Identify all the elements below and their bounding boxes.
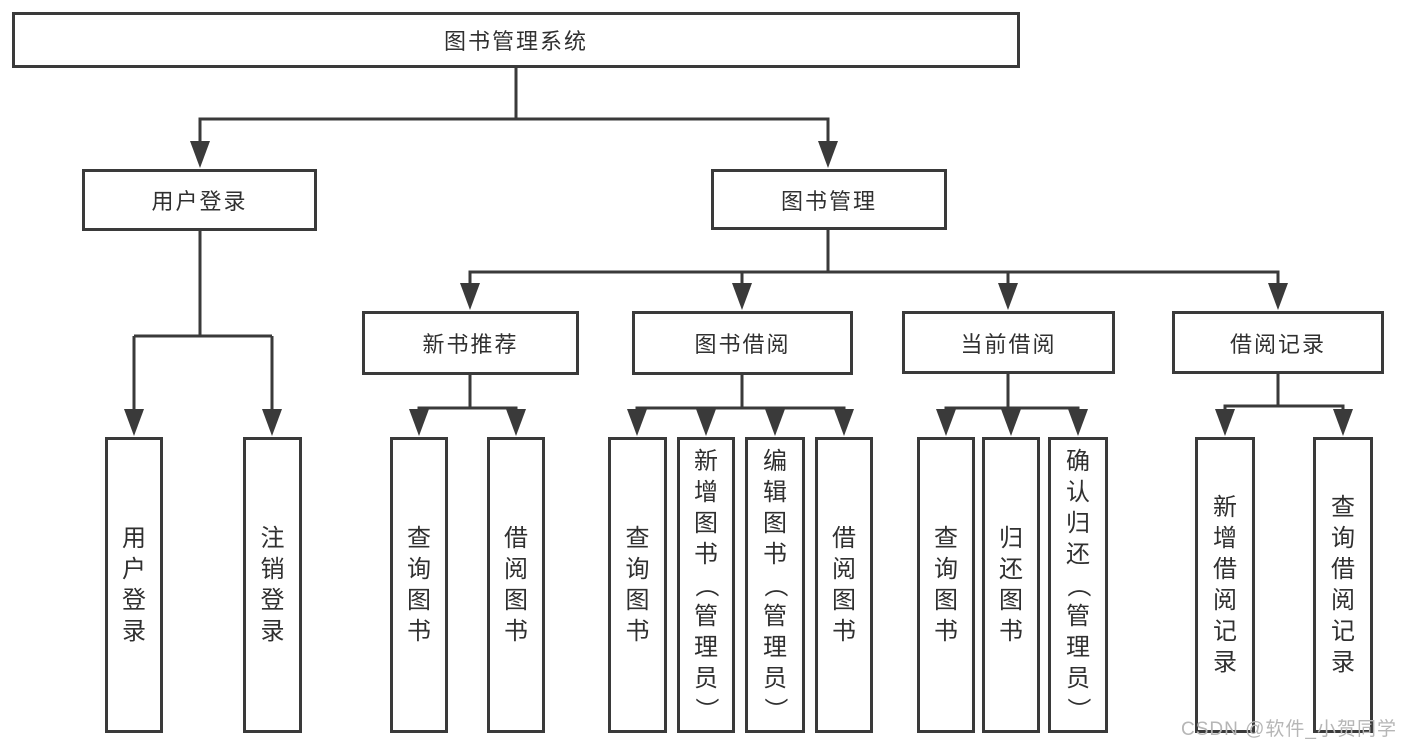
node-book-borrowing: 图书借阅 [632,311,853,375]
leaf-borrow-books-recommend-label: 借阅图书 [504,525,528,645]
leaf-user-login-label: 用户登录 [122,525,146,645]
node-book-management: 图书管理 [711,169,947,230]
node-new-book-recommendation: 新书推荐 [362,311,579,375]
leaf-search-books-current: 查询图书 [917,437,975,733]
leaf-confirm-return-admin: 确认归还（管理员） [1048,437,1108,733]
leaf-borrow-books-recommend: 借阅图书 [487,437,545,733]
leaf-search-books-borrowing-label: 查询图书 [625,525,650,645]
leaf-borrow-books-label: 借阅图书 [832,525,856,645]
leaf-add-books-admin: 新增图书（管理员） [677,437,735,733]
csdn-watermark: CSDN @软件_小贺同学 [1181,719,1397,740]
leaf-confirm-return-admin-label: 确认归还（管理员） [1064,447,1092,722]
node-user-login: 用户登录 [82,169,317,231]
node-book-management-label: 图书管理 [780,188,877,214]
leaf-add-borrow-record: 新增借阅记录 [1195,437,1255,733]
leaf-search-borrow-record: 查询借阅记录 [1313,437,1373,733]
leaf-edit-books-admin: 编辑图书（管理员） [745,437,805,733]
node-current-borrowing-label: 当前借阅 [960,331,1057,357]
node-user-login-label: 用户登录 [151,189,248,214]
leaf-search-books-recommend: 查询图书 [390,437,448,733]
leaf-add-borrow-record-label: 新增借阅记录 [1213,494,1237,676]
node-borrowing-records: 借阅记录 [1172,311,1384,374]
leaf-borrow-books: 借阅图书 [815,437,873,733]
leaf-search-borrow-record-label: 查询借阅记录 [1331,494,1355,676]
leaf-logout-label: 注销登录 [260,525,285,645]
leaf-return-books: 归还图书 [982,437,1040,733]
leaf-user-login: 用户登录 [105,437,163,733]
node-root: 图书管理系统 [12,12,1020,68]
leaf-add-books-admin-label: 新增图书（管理员） [692,447,720,722]
node-current-borrowing: 当前借阅 [902,311,1115,374]
node-book-borrowing-label: 图书借阅 [694,332,791,357]
leaf-edit-books-admin-label: 编辑图书（管理员） [761,447,789,722]
node-new-book-recommendation-label: 新书推荐 [422,332,519,357]
leaf-search-books-recommend-label: 查询图书 [407,525,431,645]
node-borrowing-records-label: 借阅记录 [1229,331,1326,357]
leaf-search-books-borrowing: 查询图书 [608,437,667,733]
leaf-return-books-label: 归还图书 [999,525,1023,645]
leaf-logout: 注销登录 [243,437,302,733]
leaf-search-books-current-label: 查询图书 [934,525,958,645]
node-root-label: 图书管理系统 [443,29,588,54]
